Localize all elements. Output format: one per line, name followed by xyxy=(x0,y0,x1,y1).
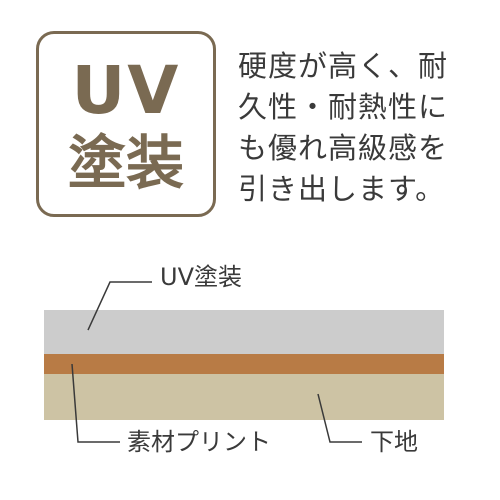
description-line: 硬度が高く、耐 xyxy=(238,49,449,83)
base-label: 下地 xyxy=(370,428,418,456)
uv-coating-layer xyxy=(44,310,444,354)
material-print-label: 素材プリント xyxy=(127,428,271,456)
print-leader-line xyxy=(71,363,120,443)
feature-description: 硬度が高く、耐 久性・耐熱性に も優れ高級感を 引き出します。 xyxy=(238,46,478,210)
uv-leader-line xyxy=(87,281,152,331)
uv-coating-badge: UV 塗装 xyxy=(36,31,216,217)
material-print-layer xyxy=(44,354,444,374)
description-line: 久性・耐熱性に xyxy=(238,90,449,124)
uv-coating-label: UV塗装 xyxy=(160,263,242,291)
description-line: 引き出します。 xyxy=(238,172,446,206)
layer-diagram xyxy=(44,310,444,420)
badge-title-coating: 塗装 xyxy=(67,129,184,197)
badge-title-uv: UV xyxy=(71,52,181,129)
base-leader-line xyxy=(317,393,362,443)
base-layer xyxy=(44,374,444,420)
description-line: も優れ高級感を xyxy=(238,131,449,165)
